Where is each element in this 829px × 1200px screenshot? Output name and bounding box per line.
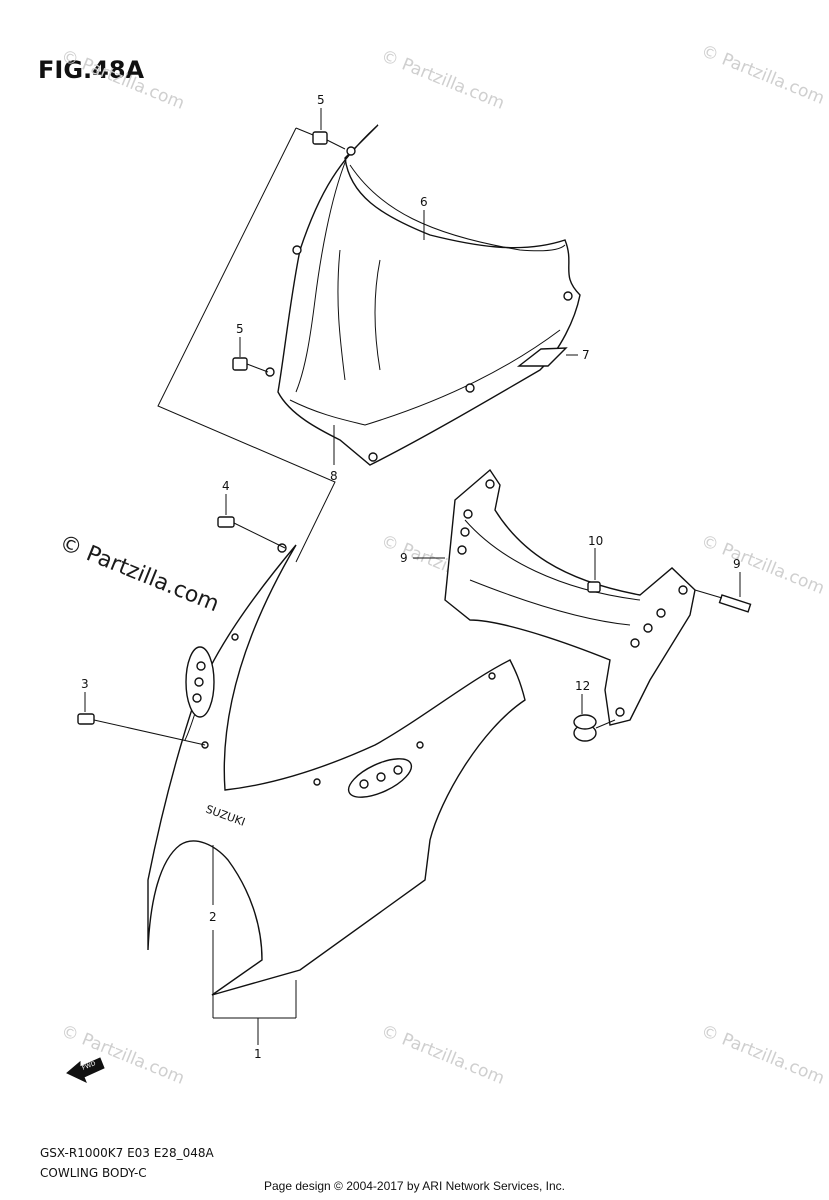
callout-2: 2 <box>209 910 217 924</box>
page-footer: Page design © 2004-2017 by ARI Network S… <box>263 1179 565 1193</box>
watermark-primary: © Partzilla.com <box>56 530 223 617</box>
grommet-part-12 <box>573 714 616 742</box>
windscreen-bracket <box>157 127 336 563</box>
bracket-part-9 <box>444 468 696 726</box>
watermark: © Partzilla.com <box>698 531 827 599</box>
model-code: GSX-R1000K7 E03 E28_048A <box>40 1146 214 1160</box>
bolt-part-10 <box>694 589 752 613</box>
callout-11: 10 <box>588 534 603 548</box>
fwd-label: FWD <box>81 1060 97 1072</box>
sticker-part-7 <box>516 347 568 367</box>
cowling-part-2: SUZUKI <box>147 543 526 996</box>
screw-part-5 <box>232 131 346 373</box>
callout-9: 9 <box>400 551 408 565</box>
callout-5: 5 <box>236 322 244 336</box>
figure-title: FIG.48A <box>38 56 145 84</box>
watermark: © Partzilla.com <box>378 46 507 114</box>
callout-12: 12 <box>575 679 590 693</box>
callout-1: 1 <box>254 1047 262 1061</box>
callout-8: 8 <box>330 469 338 483</box>
callout-3: 3 <box>81 677 89 691</box>
diagram-subtitle: COWLING BODY-C <box>40 1166 147 1180</box>
callout-4: 4 <box>222 479 230 493</box>
screw-part-3 <box>77 713 206 746</box>
callout-10: 9 <box>733 557 741 571</box>
windscreen-part-6 <box>265 124 581 466</box>
callout-labels: 5 5 6 7 8 4 3 9 10 9 12 2 1 <box>81 93 741 1061</box>
callout-5: 5 <box>317 93 325 107</box>
watermark: © Partzilla.com <box>698 1021 827 1089</box>
watermark: © Partzilla.com <box>378 1021 507 1089</box>
fwd-arrow-icon: FWD <box>66 1057 105 1083</box>
callout-7: 7 <box>582 348 590 362</box>
nut-part-11 <box>587 581 601 593</box>
watermark-group: © Partzilla.com © Partzilla.com © Partzi… <box>56 41 828 1089</box>
watermark: © Partzilla.com <box>58 1021 187 1089</box>
watermark: © Partzilla.com <box>698 41 827 109</box>
watermark: © Partzilla.com <box>58 46 187 114</box>
callout-6: 6 <box>420 195 428 209</box>
screw-part-4 <box>217 516 286 549</box>
leader-lines <box>84 108 741 1045</box>
